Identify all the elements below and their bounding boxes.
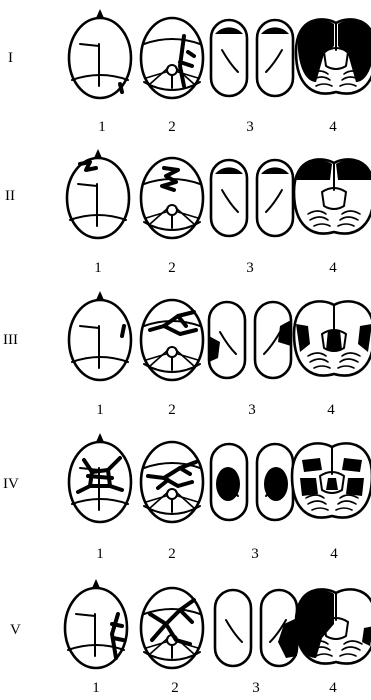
row-4: IV 1 2 3 — [3, 433, 371, 562]
row-3-view-2 — [141, 300, 203, 380]
row-2: II 1 2 3 4 — [5, 149, 371, 276]
row-5-view-1-number: 1 — [92, 680, 100, 696]
row-4-view-2-number: 2 — [168, 546, 176, 562]
row-3-view-3 — [209, 302, 291, 378]
row-5-view-4-number: 4 — [329, 680, 337, 696]
row-1-view-4 — [296, 19, 371, 93]
row-5-label: V — [10, 622, 21, 638]
row-1-view-2 — [141, 18, 203, 98]
row-5-view-1 — [65, 579, 127, 668]
row-1-view-3-number: 3 — [246, 119, 254, 135]
row-3-label: III — [3, 332, 18, 348]
row-4-view-3-number: 3 — [251, 546, 259, 562]
row-5-view-2 — [141, 588, 203, 668]
row-4-view-1 — [69, 433, 131, 522]
row-3-view-3-number: 3 — [248, 402, 256, 418]
row-2-view-3 — [211, 160, 293, 236]
row-3-view-4 — [294, 301, 371, 375]
row-4-view-1-number: 1 — [96, 546, 104, 562]
row-1-view-1-number: 1 — [98, 119, 106, 135]
row-1-label: I — [8, 50, 13, 66]
row-5-view-2-number: 2 — [171, 680, 179, 696]
row-3: III 1 2 3 4 — [3, 291, 371, 418]
row-3-view-4-number: 4 — [327, 402, 335, 418]
row-1: I 1 2 3 4 — [8, 9, 371, 135]
row-4-view-3 — [211, 444, 293, 520]
row-3-view-1-number: 1 — [96, 402, 104, 418]
row-2-view-1-number: 1 — [94, 260, 102, 276]
row-4-view-2 — [141, 442, 203, 522]
row-1-view-3 — [211, 20, 293, 96]
row-1-view-2-number: 2 — [168, 119, 176, 135]
row-2-view-4-number: 4 — [329, 260, 337, 276]
row-5-view-4 — [296, 589, 371, 663]
row-1-view-1 — [69, 9, 131, 98]
row-4-view-4-number: 4 — [330, 546, 338, 562]
row-3-view-2-number: 2 — [168, 402, 176, 418]
row-3-view-1 — [69, 291, 131, 380]
row-5-view-3 — [215, 590, 297, 666]
row-2-view-2 — [141, 158, 203, 238]
row-5-view-3-number: 3 — [252, 680, 260, 696]
row-2-view-2-number: 2 — [168, 260, 176, 276]
row-5: V 1 2 3 4 — [10, 579, 371, 696]
row-1-view-4-number: 4 — [329, 119, 337, 135]
row-2-view-3-number: 3 — [246, 260, 254, 276]
row-2-view-4 — [294, 159, 371, 233]
row-2-view-1 — [67, 149, 129, 238]
row-2-label: II — [5, 188, 15, 204]
row-4-label: IV — [3, 476, 19, 492]
row-4-view-4 — [292, 443, 371, 517]
